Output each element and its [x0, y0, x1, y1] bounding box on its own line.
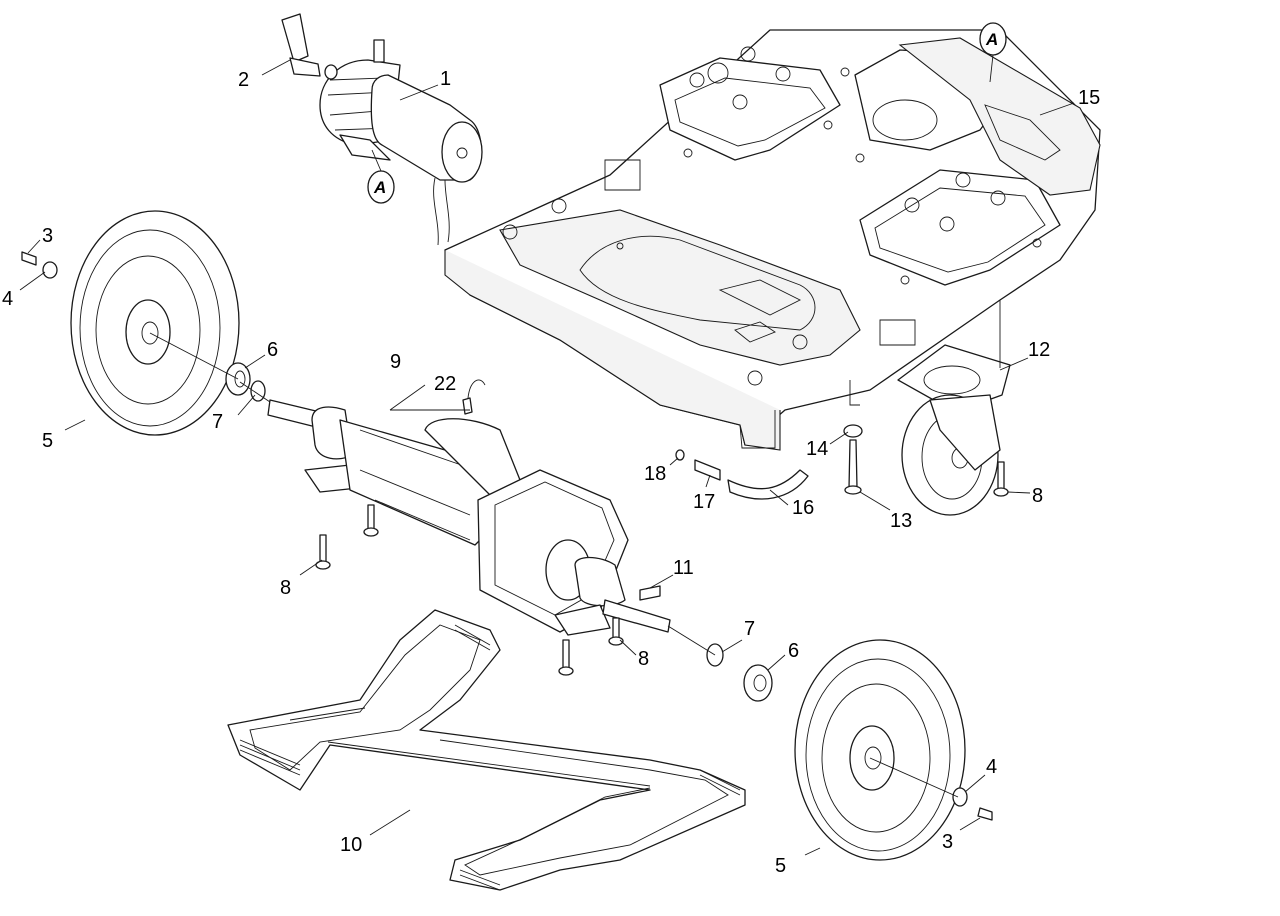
callout-6-right: 6	[788, 640, 799, 662]
reference-marker-chassis-label: A	[985, 30, 998, 49]
callout-8-axle-left: 8	[280, 577, 291, 599]
leader-lines	[19, 59, 1075, 856]
callout-13: 13	[890, 510, 912, 532]
reference-marker-pump-label: A	[373, 178, 386, 197]
pump-assembly	[281, 13, 483, 246]
callout-2: 2	[238, 69, 249, 91]
callout-11: 11	[673, 557, 694, 579]
reference-marker-chassis: A	[979, 22, 1007, 83]
right-wheel	[794, 639, 966, 861]
callout-8-caster: 8	[1032, 485, 1043, 507]
callout-10: 10	[340, 834, 362, 856]
callout-14: 14	[806, 438, 828, 460]
reference-marker-pump: A	[367, 149, 395, 204]
callout-4-left: 4	[2, 288, 13, 310]
callout-16: 16	[792, 497, 814, 519]
callout-15: 15	[1078, 87, 1100, 109]
callout-5-left: 5	[42, 430, 53, 452]
callout-7-right: 7	[744, 618, 755, 640]
callout-22: 22	[434, 373, 456, 395]
callout-3-right: 3	[942, 831, 953, 853]
caster-bolt	[843, 424, 1009, 497]
callout-17: 17	[693, 491, 715, 513]
left-wheel	[70, 210, 240, 436]
chassis-frame	[444, 29, 1101, 451]
callout-6-left: 6	[267, 339, 278, 361]
callout-4-right: 4	[986, 756, 997, 778]
callout-5-right: 5	[775, 855, 786, 877]
swivel-caster	[897, 344, 1011, 516]
callout-12: 12	[1028, 339, 1050, 361]
callout-8-axle-right: 8	[638, 648, 649, 670]
callout-9: 9	[390, 351, 401, 373]
drive-axle	[267, 379, 671, 676]
hose-connector	[675, 449, 809, 500]
callout-labels: 1 2 3 4 5 6 7 8 9 22 10 11 8 7 6 5 4 3 1…	[2, 68, 1100, 877]
callout-1: 1	[440, 68, 451, 90]
callout-3-left: 3	[42, 225, 53, 247]
handle-frame	[227, 609, 746, 891]
callout-18: 18	[644, 463, 666, 485]
callout-7-left: 7	[212, 411, 223, 433]
